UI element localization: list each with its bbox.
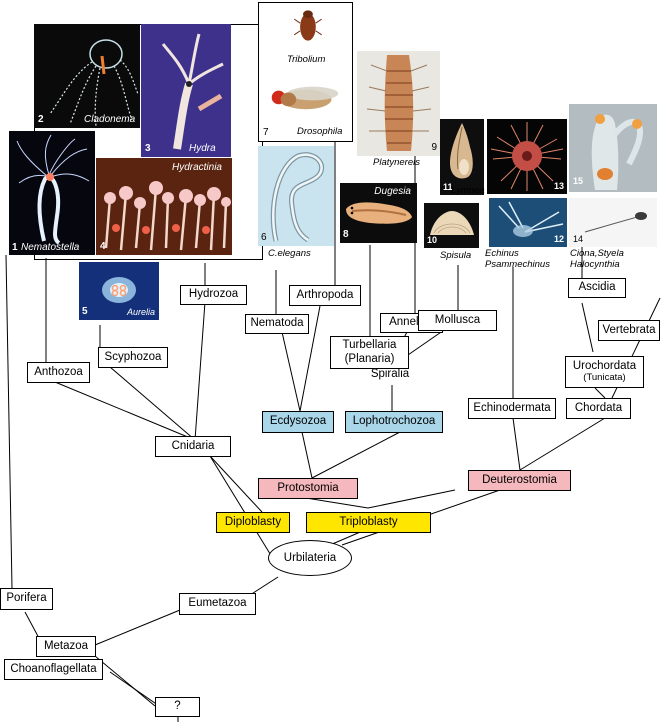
node-porifera: Porifera — [0, 588, 53, 610]
photo-number: 6 — [261, 232, 267, 243]
photo-caption: Aurelia — [126, 307, 155, 317]
node-urochordata-sublabel: (Tunicata) — [583, 372, 626, 384]
ciona-label-line2: Halocynthia — [570, 258, 620, 270]
node-urochordata-label: Urochordata — [572, 359, 637, 372]
photo-ciona: 15 — [569, 104, 657, 192]
photo-number: 4 — [100, 241, 106, 252]
node-turbellaria-sublabel: (Planaria) — [344, 352, 395, 365]
node-ascidia: Ascidia — [568, 278, 626, 298]
platynereis-label: Platynereis — [373, 157, 420, 168]
node-deuterostomia: Deuterostomia — [468, 470, 571, 491]
node-vertebrata: Vertebrata — [598, 320, 660, 341]
photo-aurelia: 5 Aurelia — [79, 262, 159, 320]
celegans-label: C.elegans — [268, 248, 311, 259]
node-cnidaria: Cnidaria — [155, 436, 231, 457]
spisula-label: Spisula — [440, 250, 472, 261]
photo-caption: Hydractinia — [171, 162, 222, 173]
photo-caption: Nematostella — [21, 242, 80, 253]
node-scyphozoa: Scyphozoa — [98, 347, 168, 368]
photo-pluteus-larva: 12 — [489, 198, 567, 247]
photo-caption: Dugesia — [374, 186, 411, 197]
node-chordata: Chordata — [566, 398, 631, 419]
echinus-label: Echinus Psammechinus — [485, 248, 550, 271]
node-hydrozoa: Hydrozoa — [180, 285, 247, 305]
photo-celegans: 6 — [258, 146, 334, 246]
ciona-label: Ciona,Styela Halocynthia — [570, 248, 624, 271]
node-turbellaria-label: Turbellaria — [342, 339, 397, 352]
node-anthozoa: Anthozoa — [27, 362, 90, 383]
photo-hydra: 3 Hydra — [141, 24, 231, 157]
photo-cladonema: 2 Cladonema — [34, 24, 140, 128]
node-lophotrochozoa: Lophotrochozoa — [345, 411, 443, 433]
photo-hydractinia: 4 Hydractinia — [96, 158, 232, 255]
photo-caption-secondary: Tribolium — [287, 54, 326, 65]
photo-caption: Hydra — [189, 143, 216, 154]
photo-spisula: 10 — [424, 203, 479, 248]
photo-lymnea: 11 — [440, 119, 484, 195]
photo-caption: Cladonema — [84, 114, 136, 125]
photo-insects: Tribolium 7 Drosophila — [258, 2, 353, 142]
echinus-label-line2: Psammechinus — [485, 258, 550, 270]
photo-number: 8 — [343, 229, 349, 240]
photo-number: 10 — [427, 235, 438, 245]
lymnea-label: Lymnea — [451, 185, 485, 196]
node-arthropoda: Arthropoda — [289, 285, 361, 306]
photo-tadpole-larva: 14 — [569, 198, 657, 247]
node-diploblasty: Diploblasty — [216, 512, 290, 533]
photo-number: 3 — [145, 143, 151, 154]
echinus-label-line1: Echinus — [485, 248, 519, 259]
photo-number: 1 — [12, 242, 18, 253]
node-eumetazoa: Eumetazoa — [179, 593, 256, 615]
photo-number: 11 — [443, 182, 453, 192]
node-nematoda: Nematoda — [245, 314, 309, 334]
node-choanoflagellata: Choanoflagellata — [4, 659, 103, 680]
node-urochordata: Urochordata (Tunicata) — [565, 356, 644, 388]
photo-number: 5 — [82, 306, 88, 317]
node-mollusca: Mollusca — [418, 310, 497, 331]
node-urbilateria: Urbilateria — [268, 540, 352, 576]
node-protostomia: Protostomia — [258, 478, 358, 499]
photo-sea-urchin: 13 — [487, 119, 567, 194]
photo-platynereis: 9 — [357, 51, 440, 156]
ciona-label-line1: Ciona,Styela — [570, 248, 624, 259]
photo-number: 15 — [573, 176, 584, 186]
photo-number: 13 — [553, 181, 564, 191]
photo-number: 14 — [573, 234, 584, 244]
node-metazoa: Metazoa — [36, 636, 96, 657]
node-spiralia: Spiralia — [370, 368, 410, 381]
node-triploblasty: Triploblasty — [306, 512, 431, 533]
photo-number: 12 — [553, 234, 564, 244]
photo-number: 9 — [431, 142, 437, 153]
node-turbellaria: Turbellaria (Planaria) — [330, 336, 409, 369]
node-unknown-root: ? — [155, 697, 200, 717]
photo-number: 7 — [263, 127, 269, 138]
photo-number: 2 — [38, 114, 44, 125]
photo-caption: Drosophila — [297, 126, 343, 138]
photo-nematostella: 1 Nematostella — [9, 131, 95, 255]
node-ecdysozoa: Ecdysozoa — [262, 411, 334, 433]
photo-dugesia: 8 Dugesia — [340, 183, 417, 243]
node-echinodermata: Echinodermata — [468, 398, 556, 419]
